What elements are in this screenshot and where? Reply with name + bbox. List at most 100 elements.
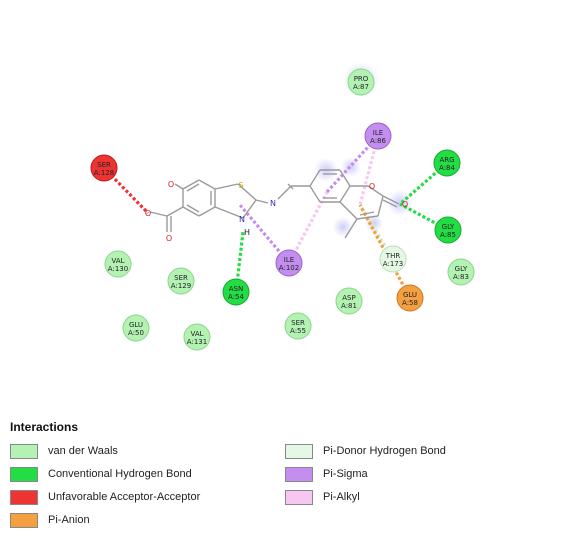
legend-item-van_der_waals: van der Waals — [10, 442, 118, 460]
bond-3 — [198, 206, 216, 217]
residue-circle — [183, 323, 211, 351]
legend-item-conventional_hbond: Conventional Hydrogen Bond — [10, 465, 192, 483]
residue-name: SER — [97, 161, 111, 169]
residue-circle — [167, 267, 195, 295]
bond-19 — [277, 185, 292, 200]
residue-number: A:55 — [290, 327, 306, 335]
residue-name: GLU — [403, 291, 417, 299]
bond-25 — [339, 185, 351, 203]
legend-swatch — [285, 466, 313, 482]
legend-item-pi_donor_hbond: Pi-Donor Hydrogen Bond — [285, 442, 446, 460]
atom-h-nh: H — [244, 228, 250, 237]
legend-label: Unfavorable Acceptor-Acceptor — [48, 491, 201, 503]
residue-number: A:130 — [108, 265, 128, 273]
bond-0 — [182, 179, 200, 190]
legend-item-pi_sigma: Pi-Sigma — [285, 465, 368, 483]
bond-34 — [339, 201, 358, 220]
bond-18 — [255, 199, 269, 204]
bond-9 — [214, 183, 239, 190]
bond-17 — [149, 211, 168, 217]
residue-number: A:86 — [370, 137, 386, 145]
residue-name: ASP — [342, 294, 355, 302]
legend-swatch — [10, 489, 38, 505]
bond-24 — [339, 169, 351, 187]
bond-20 — [287, 183, 294, 190]
glow-4 — [333, 217, 353, 237]
bond-13 — [174, 183, 184, 190]
bond-6 — [186, 183, 200, 192]
residue-number: A:131 — [187, 338, 207, 346]
residue-number: A:84 — [439, 164, 455, 172]
glow-3 — [387, 190, 413, 216]
residue-circle — [379, 245, 407, 273]
residue-circle — [275, 249, 303, 277]
residue-name: THR — [385, 252, 401, 260]
residue-name: SER — [291, 319, 305, 327]
bond-12 — [214, 206, 244, 219]
bond-14 — [166, 206, 184, 217]
residue-name: ASN — [229, 285, 243, 293]
bond-31 — [367, 185, 384, 197]
residue-number: A:129 — [171, 282, 191, 290]
legend-swatch — [285, 443, 313, 459]
legend-title: Interactions — [10, 420, 79, 434]
legend-label: Conventional Hydrogen Bond — [48, 468, 192, 480]
legend-label: Pi-Alkyl — [323, 491, 360, 503]
residue-number: A:81 — [341, 302, 357, 310]
bond-4 — [182, 206, 200, 217]
residue-number: A:54 — [228, 293, 244, 301]
bond-36 — [382, 195, 400, 205]
bond-37 — [382, 199, 398, 208]
residue-circle — [447, 258, 475, 286]
legend-swatch — [10, 466, 38, 482]
residue-name: ILE — [373, 129, 383, 137]
residue-circle — [434, 216, 462, 244]
residue-number: A:128 — [94, 169, 114, 177]
residue-number: A:102 — [279, 264, 299, 272]
residue-name: VAL — [190, 330, 203, 338]
residue-number: A:83 — [453, 273, 469, 281]
residue-circle — [347, 68, 375, 96]
residue-name: SER — [174, 274, 188, 282]
residue-circle — [433, 149, 461, 177]
bond-32 — [377, 195, 384, 217]
legend-label: Pi-Donor Hydrogen Bond — [323, 445, 446, 457]
bond-1 — [198, 179, 216, 190]
bond-10 — [237, 183, 257, 201]
residue-name: GLY — [455, 265, 468, 273]
bond-27 — [309, 185, 321, 203]
legend-item-pi_alkyl: Pi-Alkyl — [285, 488, 360, 506]
bond-35 — [359, 211, 375, 216]
bond-11 — [242, 199, 257, 219]
legend-swatch — [285, 489, 313, 505]
residue-circle — [90, 154, 118, 182]
legend-item-unfavorable: Unfavorable Acceptor-Acceptor — [10, 488, 200, 506]
atom-o-ester: O — [145, 209, 151, 218]
atom-o-ring: O — [369, 182, 375, 191]
residue-name: ARG — [439, 156, 454, 164]
residue-circle — [335, 287, 363, 315]
bond-33 — [356, 215, 379, 220]
legend-swatch — [10, 512, 38, 528]
legend-swatch — [10, 443, 38, 459]
bond-7 — [186, 204, 200, 213]
residue-number: A:50 — [128, 329, 144, 337]
